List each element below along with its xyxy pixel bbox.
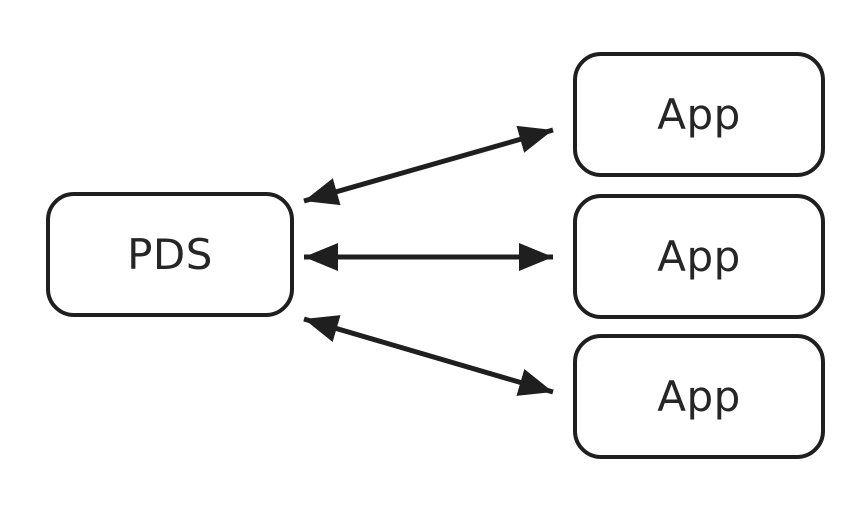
pds-node: PDS — [46, 192, 294, 317]
app-node-3-label: App — [657, 372, 741, 421]
bidirectional-arrow-pds-app3 — [303, 315, 554, 396]
app-node-3: App — [573, 334, 825, 459]
app-node-1-label: App — [657, 90, 741, 139]
app-node-2-label: App — [657, 232, 741, 281]
app-node-1: App — [573, 52, 825, 177]
app-node-2: App — [573, 194, 825, 319]
bidirectional-arrow-pds-app1 — [303, 125, 554, 206]
pds-node-label: PDS — [127, 230, 213, 279]
